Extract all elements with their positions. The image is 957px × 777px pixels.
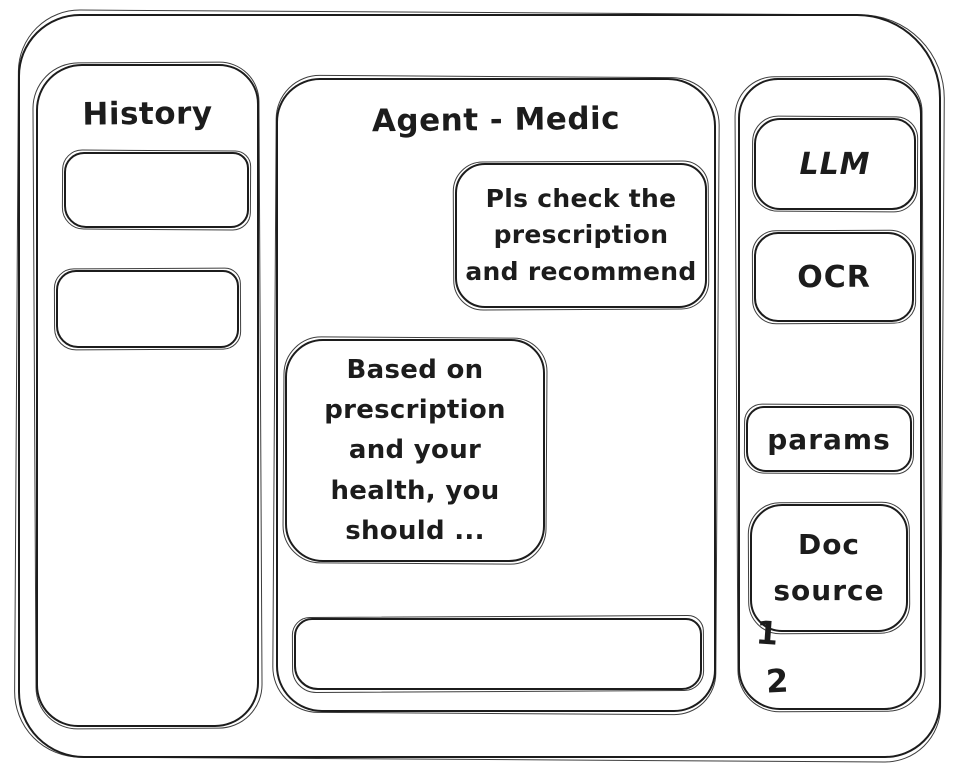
llm-button[interactable]: LLM (754, 118, 916, 210)
tools-panel: LLM OCR params Doc source 1 2 (738, 78, 922, 710)
history-item[interactable] (56, 270, 239, 348)
user-message-bubble: Pls check the prescription and recommend (455, 163, 707, 308)
ocr-button[interactable]: OCR (754, 232, 914, 322)
history-title: History (82, 95, 213, 133)
doc-source-item-1[interactable]: 1 (754, 613, 780, 653)
chat-input[interactable] (294, 618, 702, 690)
assistant-message-bubble: Based on prescription and your health, y… (285, 339, 545, 562)
doc-source-item-2[interactable]: 2 (765, 661, 790, 701)
history-panel: History (36, 64, 259, 727)
chat-title: Agent - Medic (371, 100, 621, 140)
chat-panel: Agent - Medic Pls check the prescription… (276, 78, 716, 712)
doc-source-button[interactable]: Doc source (750, 504, 908, 632)
history-item[interactable] (64, 152, 249, 228)
params-button[interactable]: params (746, 406, 912, 472)
